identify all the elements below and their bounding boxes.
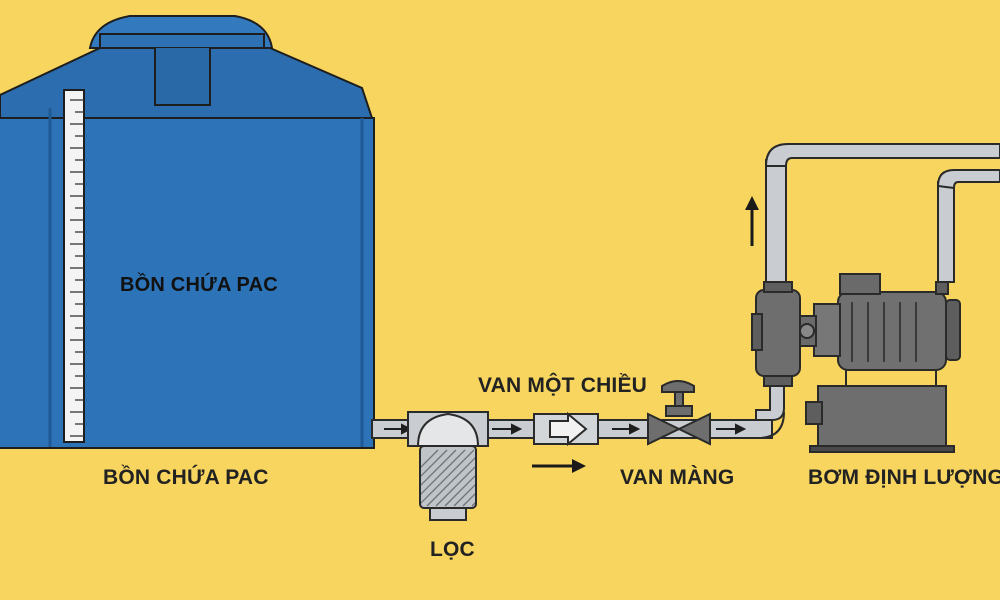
pac-tank [0, 15, 375, 449]
level-gauge [63, 89, 85, 443]
discharge-pipes [764, 143, 1000, 291]
flow-arrows [384, 423, 747, 435]
diaphragm-valve-label: VAN MÀNG [620, 466, 735, 489]
filter-label: LỌC [430, 538, 475, 561]
direction-arrow [532, 459, 586, 473]
dosing-pump [751, 273, 961, 453]
dosing-pump-label: BƠM ĐỊNH LƯỢNG [808, 466, 1000, 489]
tank-inside-label: BỒN CHỨA PAC [120, 274, 278, 296]
tank-below-label: BỒN CHỨA PAC [103, 466, 269, 489]
diaphragm-valve [647, 380, 711, 446]
check-valve-label: VAN MỘT CHIỀU [478, 374, 648, 397]
check-valve [533, 411, 599, 447]
filter [407, 411, 489, 521]
up-arrow [745, 196, 759, 246]
